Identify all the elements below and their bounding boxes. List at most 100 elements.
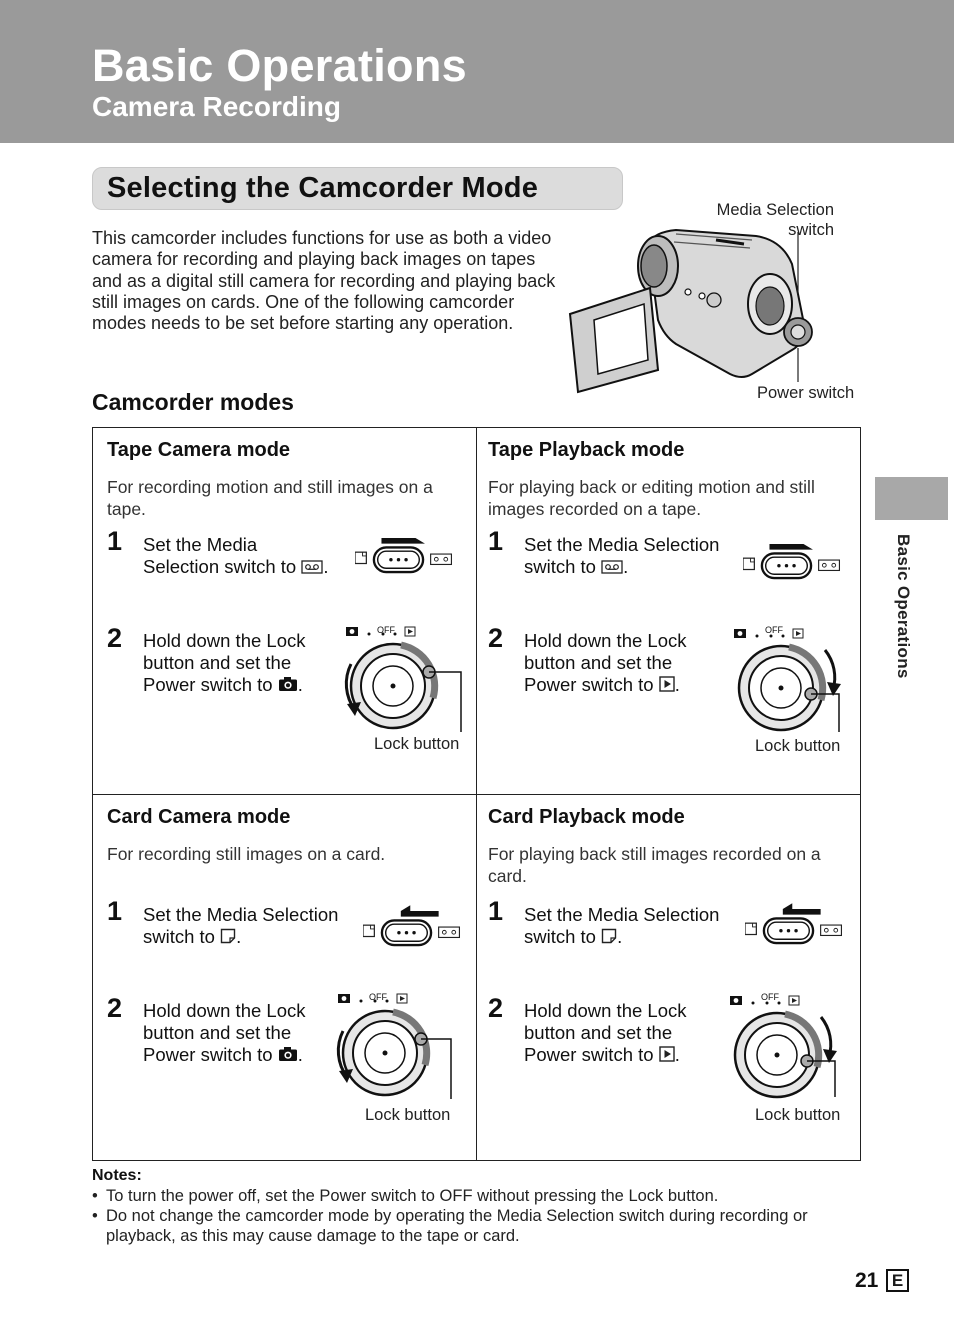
- step-line-text: Power switch to: [524, 1044, 654, 1065]
- step-line-text: Selection switch to: [143, 556, 297, 577]
- step-text: Set the Media Selection switch to .: [524, 904, 719, 948]
- step-line: switch to .: [143, 926, 338, 948]
- notes-list: To turn the power off, set the Power swi…: [92, 1186, 862, 1246]
- section-title-bar: Selecting the Camcorder Mode: [92, 167, 623, 210]
- step-line: button and set the: [524, 1022, 673, 1043]
- media-selection-switch-illustration: [355, 537, 453, 574]
- mode-description: For recording still images on a card.: [107, 844, 386, 864]
- step-number: 2: [488, 993, 504, 1023]
- camcorder-illustration: [568, 228, 813, 394]
- note-item: To turn the power off, set the Power swi…: [92, 1186, 862, 1206]
- power-dial-illustration: OFF: [344, 625, 462, 732]
- notes-heading: Notes:: [92, 1167, 142, 1184]
- dial-off-label: OFF: [377, 625, 395, 635]
- step-line: button and set the: [143, 1022, 292, 1043]
- step-text: Set the Media Selection switch to .: [143, 534, 329, 578]
- step-line-text: Power switch to: [143, 674, 273, 695]
- step-line-period: .: [323, 556, 329, 577]
- play-icon: [659, 1046, 675, 1062]
- power-switch-label: Power switch: [757, 384, 855, 402]
- media-selection-switch-label: Media Selection switch: [716, 201, 834, 239]
- step-line: Set the Media: [143, 534, 258, 555]
- step-text: Hold down the Lock button and set the Po…: [524, 630, 687, 696]
- step-line-text: switch to: [524, 556, 596, 577]
- mode-title: Card Camera mode: [107, 806, 291, 828]
- lock-button-label: Lock button: [755, 737, 841, 755]
- media-selection-switch-illustration: [743, 543, 841, 580]
- step-text: Set the Media Selection switch to .: [524, 534, 719, 578]
- step-line-period: .: [674, 1044, 680, 1065]
- step-line-period: .: [617, 926, 623, 947]
- media-selection-switch-illustration: [363, 905, 461, 947]
- step-number: 1: [107, 896, 123, 926]
- step-line: button and set the: [143, 652, 292, 673]
- power-dial-illustration: OFF: [725, 992, 837, 1103]
- step-line: Hold down the Lock: [524, 630, 687, 651]
- step-number: 1: [107, 526, 123, 556]
- step-line: Set the Media Selection: [524, 534, 720, 555]
- page-title: Basic Operations: [92, 40, 467, 91]
- step-number: 2: [488, 623, 504, 653]
- step-line: Hold down the Lock: [143, 630, 306, 651]
- step-line: Power switch to .: [143, 1044, 306, 1066]
- power-dial-illustration: OFF: [336, 992, 452, 1099]
- step-line-text: switch to: [524, 926, 596, 947]
- memory-card-icon: [601, 928, 617, 944]
- power-dial-illustration: OFF: [729, 625, 841, 736]
- side-tab: [875, 477, 948, 520]
- play-icon: [659, 676, 675, 692]
- step-line: Set the Media Selection: [143, 904, 339, 925]
- step-line-period: .: [297, 674, 303, 695]
- step-line: Power switch to .: [143, 674, 306, 696]
- lock-button-label: Lock button: [365, 1106, 451, 1124]
- intro-paragraph: This camcorder includes functions for us…: [92, 228, 556, 334]
- side-tab-label: Basic Operations: [894, 534, 913, 679]
- lock-button-label: Lock button: [374, 735, 460, 753]
- mode-title: Tape Camera mode: [107, 439, 291, 461]
- step-line: switch to .: [524, 556, 719, 578]
- step-line: Set the Media Selection: [524, 904, 720, 925]
- step-line-period: .: [236, 926, 242, 947]
- step-line-period: .: [674, 674, 680, 695]
- mode-cell-card-camera: Card Camera mode For recording still ima…: [93, 795, 476, 1161]
- mode-description: For recording motion and still images on…: [107, 477, 433, 519]
- step-line-text: Power switch to: [143, 1044, 273, 1065]
- mode-cell-tape-camera: Tape Camera mode For recording motion an…: [93, 428, 476, 794]
- step-line: Hold down the Lock: [524, 1000, 687, 1021]
- step-line: Hold down the Lock: [143, 1000, 306, 1021]
- step-number: 2: [107, 623, 123, 653]
- camcorder-modes-heading: Camcorder modes: [92, 389, 294, 415]
- header-band: Basic Operations Camera Recording: [0, 0, 954, 143]
- dial-off-label: OFF: [765, 625, 783, 635]
- note-item: Do not change the camcorder mode by oper…: [92, 1206, 862, 1246]
- page-language-letter: E: [886, 1269, 909, 1292]
- step-line-period: .: [623, 556, 629, 577]
- mode-cell-tape-playback: Tape Playback mode For playing back or e…: [477, 428, 860, 794]
- step-line: switch to .: [524, 926, 719, 948]
- step-number: 2: [107, 993, 123, 1023]
- camera-icon: [278, 676, 298, 692]
- lock-button-label: Lock button: [755, 1106, 841, 1124]
- mode-title: Card Playback mode: [488, 806, 685, 828]
- grid-divider-horizontal: [93, 794, 860, 795]
- camera-icon: [278, 1046, 298, 1062]
- mode-title: Tape Playback mode: [488, 439, 685, 461]
- section-title: Selecting the Camcorder Mode: [107, 172, 539, 204]
- step-line-period: .: [297, 1044, 303, 1065]
- step-line: button and set the: [524, 652, 673, 673]
- step-text: Set the Media Selection switch to .: [143, 904, 338, 948]
- page-number: 21: [855, 1269, 879, 1292]
- memory-card-icon: [220, 928, 236, 944]
- step-text: Hold down the Lock button and set the Po…: [524, 1000, 687, 1066]
- camcorder-modes-grid: Tape Camera mode For recording motion an…: [92, 427, 861, 1161]
- step-line: Power switch to .: [524, 674, 687, 696]
- step-line: Power switch to .: [524, 1044, 687, 1066]
- dial-off-label: OFF: [761, 992, 779, 1002]
- step-text: Hold down the Lock button and set the Po…: [143, 1000, 306, 1066]
- tape-cassette-icon: [301, 560, 323, 574]
- media-selection-switch-illustration: [745, 903, 843, 945]
- mode-description: For playing back still images recorded o…: [488, 844, 821, 886]
- dial-off-label: OFF: [369, 992, 387, 1002]
- tape-cassette-icon: [601, 560, 623, 574]
- mode-description: For playing back or editing motion and s…: [488, 477, 815, 519]
